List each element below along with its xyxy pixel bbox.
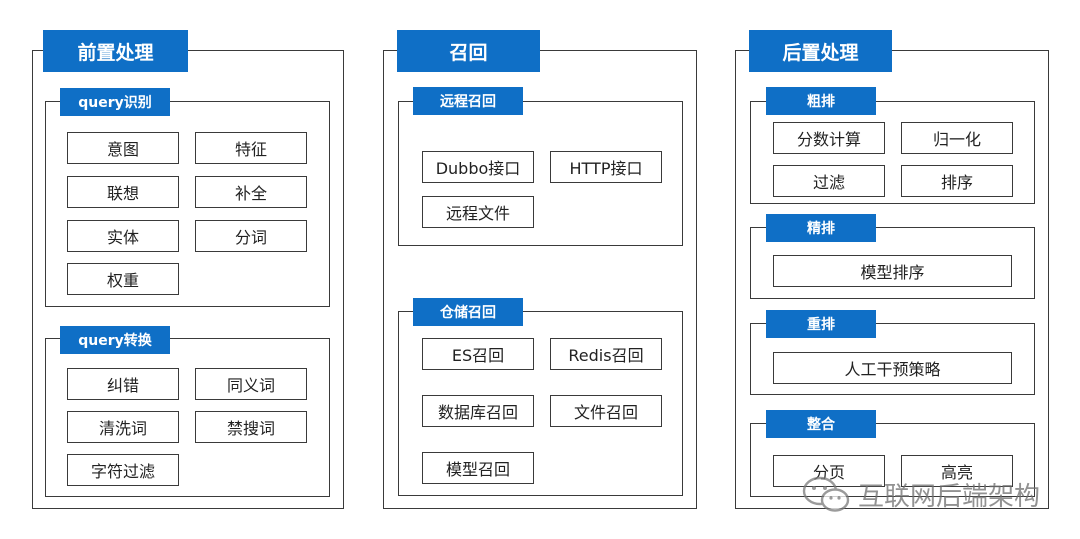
transform-group <box>45 338 330 497</box>
recall-title: 召回 <box>397 30 540 72</box>
item-char-filter: 字符过滤 <box>67 454 179 486</box>
wechat-icon <box>802 476 850 512</box>
remote-recall-group <box>398 101 683 246</box>
item-remote-file: 远程文件 <box>422 196 534 228</box>
fine-rank-title: 精排 <box>766 214 876 242</box>
item-database: 数据库召回 <box>422 395 534 427</box>
item-clean-words: 清洗词 <box>67 411 179 443</box>
preprocess-panel <box>32 50 344 509</box>
fine-rank-group <box>750 227 1035 299</box>
item-normalize: 归一化 <box>901 122 1013 154</box>
watermark: 互联网后端架构 <box>800 470 1070 518</box>
merge-title: 整合 <box>766 410 876 438</box>
item-association: 联想 <box>67 176 179 208</box>
rerank-title: 重排 <box>766 310 876 338</box>
storage-recall-title: 仓储召回 <box>413 298 523 326</box>
item-segmentation: 分词 <box>195 220 307 252</box>
item-intent: 意图 <box>67 132 179 164</box>
recognition-group <box>45 101 330 307</box>
item-completion: 补全 <box>195 176 307 208</box>
coarse-rank-group <box>750 101 1035 204</box>
item-banned-words: 禁搜词 <box>195 411 307 443</box>
item-file-recall: 文件召回 <box>550 395 662 427</box>
item-score-calc: 分数计算 <box>773 122 885 154</box>
storage-recall-group <box>398 311 683 496</box>
transform-title: query转换 <box>60 326 170 354</box>
merge-group <box>750 423 1035 497</box>
recognition-title: query识别 <box>60 88 170 116</box>
item-es: ES召回 <box>422 338 534 370</box>
item-http: HTTP接口 <box>550 151 662 183</box>
item-filter: 过滤 <box>773 165 885 197</box>
preprocess-title: 前置处理 <box>43 30 188 72</box>
item-model-sort: 模型排序 <box>773 255 1012 287</box>
item-synonym: 同义词 <box>195 368 307 400</box>
item-redis: Redis召回 <box>550 338 662 370</box>
coarse-rank-title: 粗排 <box>766 87 876 115</box>
remote-recall-title: 远程召回 <box>413 87 523 115</box>
item-feature: 特征 <box>195 132 307 164</box>
item-manual-intervention: 人工干预策略 <box>773 352 1012 384</box>
item-dubbo: Dubbo接口 <box>422 151 534 183</box>
item-weight: 权重 <box>67 263 179 295</box>
item-highlight: 高亮 <box>901 455 1013 487</box>
item-model-recall: 模型召回 <box>422 452 534 484</box>
watermark-text: 互联网后端架构 <box>858 481 1041 512</box>
postprocess-title: 后置处理 <box>749 30 892 72</box>
recall-panel <box>383 50 697 509</box>
rerank-group <box>750 323 1035 395</box>
item-correction: 纠错 <box>67 368 179 400</box>
item-sort: 排序 <box>901 165 1013 197</box>
item-entity: 实体 <box>67 220 179 252</box>
postprocess-panel <box>735 50 1049 509</box>
